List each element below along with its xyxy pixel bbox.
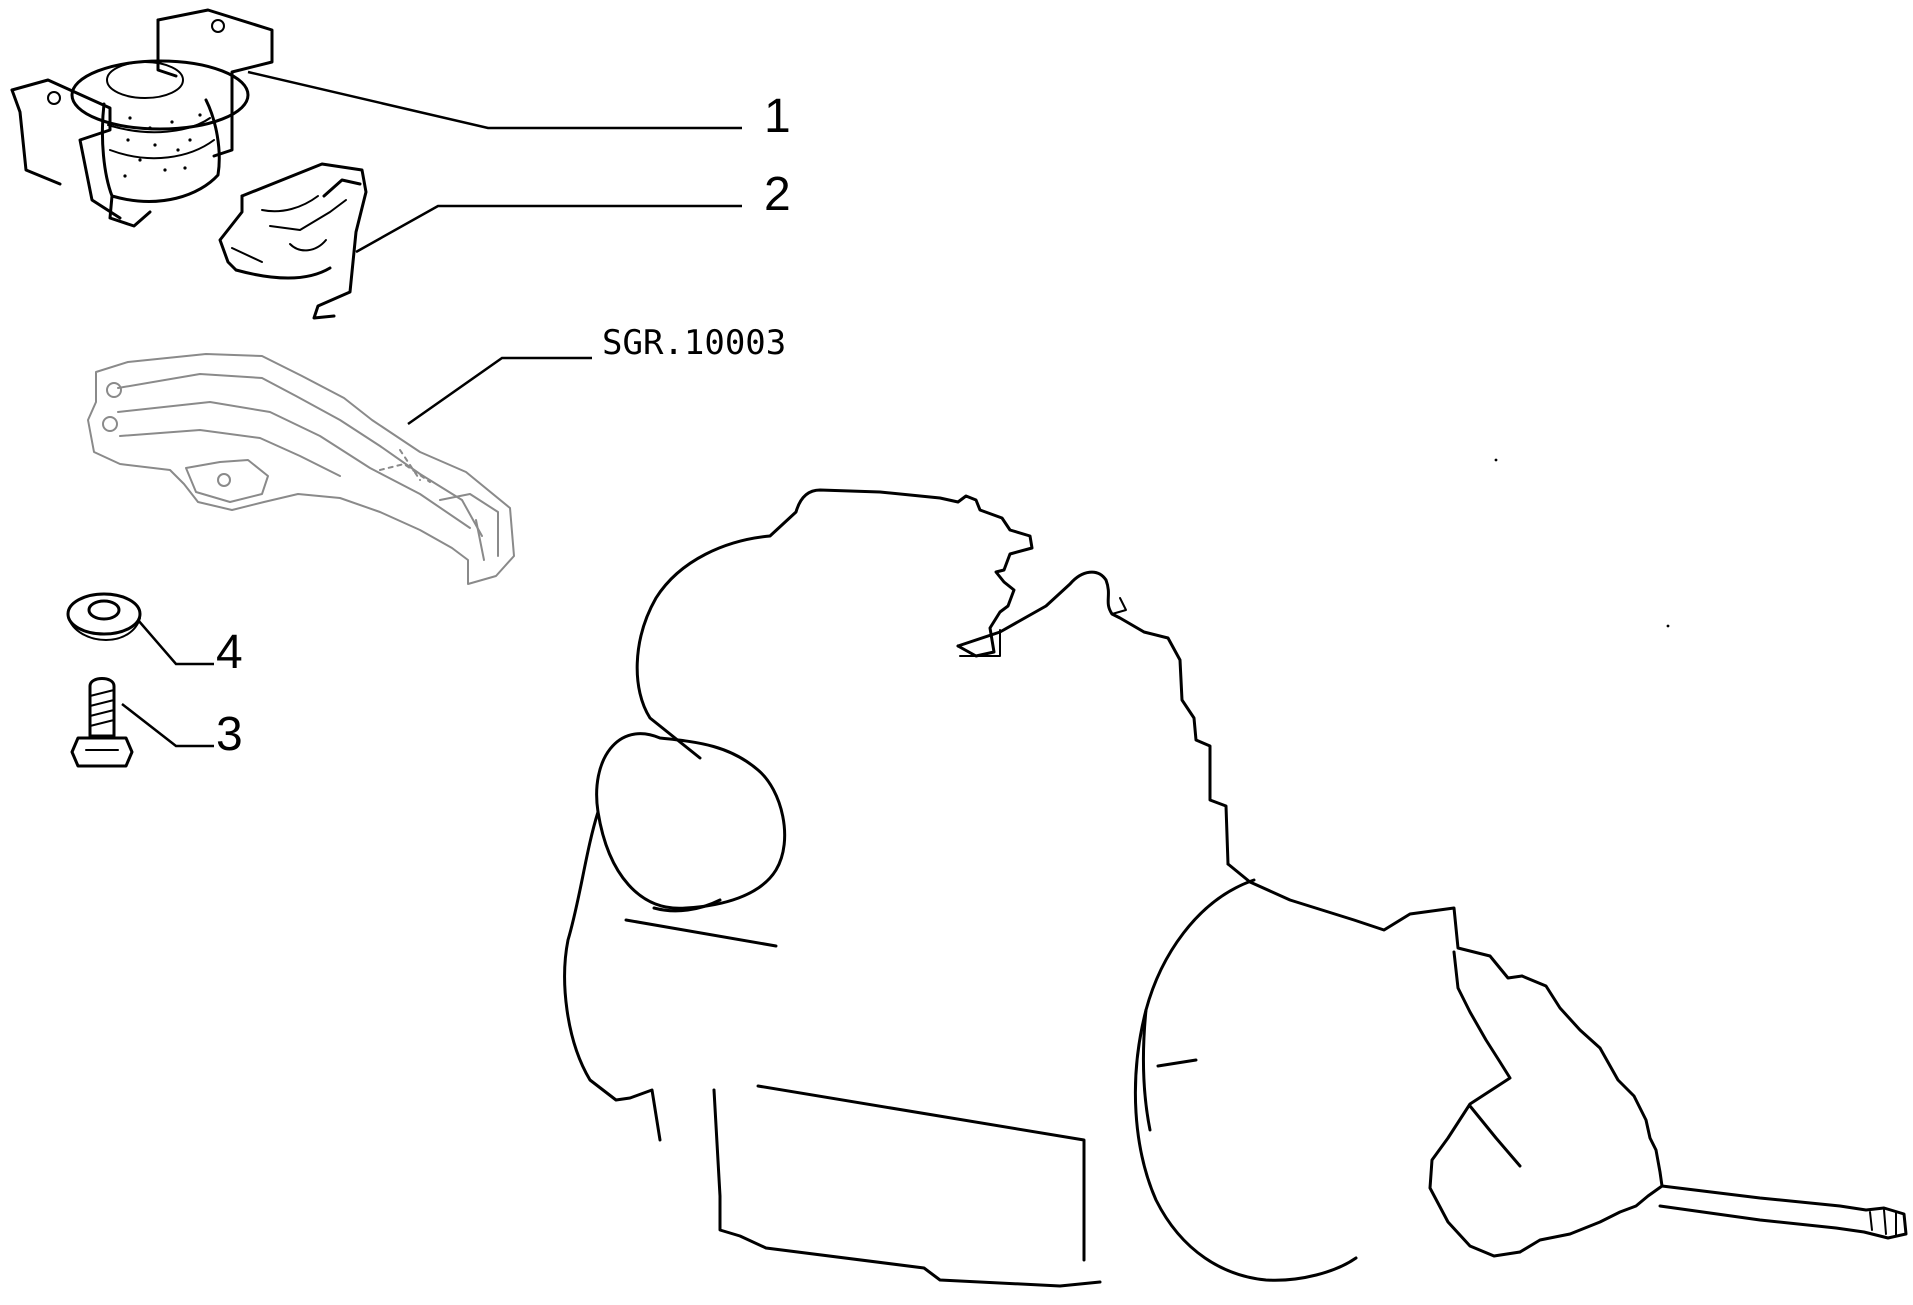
crossmember-reference-part <box>87 353 515 585</box>
mount-bracket-part-2[interactable] <box>218 162 368 320</box>
callout-label-4: 4 <box>216 626 243 679</box>
callout-label-2: 2 <box>764 168 791 221</box>
reference-code-label: SGR.10003 <box>602 323 786 363</box>
washer-part-4[interactable] <box>66 592 142 641</box>
callout-label-3: 3 <box>216 708 243 761</box>
engine-gearbox-outline <box>563 458 1908 1288</box>
bolt-part-3[interactable] <box>70 677 134 768</box>
callout-label-1: 1 <box>764 90 791 143</box>
engine-mount-part-1[interactable] <box>10 8 274 228</box>
